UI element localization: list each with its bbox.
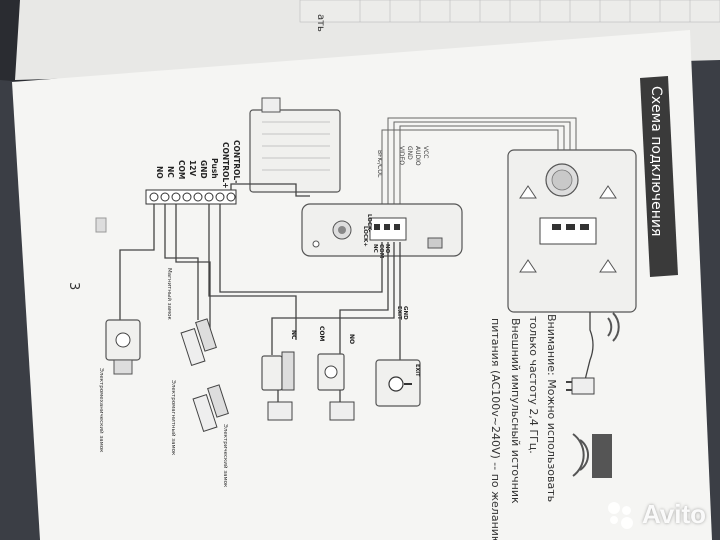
term-12v: 12V: [188, 160, 197, 176]
lock-left: [105, 319, 141, 375]
header-band: [640, 76, 678, 277]
note-line-2: только частоту 2,4 ГГц.: [527, 316, 540, 454]
exit-button-label: EXIT: [414, 364, 420, 377]
monitor-device: [507, 149, 637, 313]
bottom-lock-left: [261, 351, 295, 421]
term-com-ctrl: COM: [177, 160, 186, 179]
router-icon: [572, 433, 612, 478]
term-bfk-col: BFK-/COL: [376, 150, 383, 178]
note-line-4: питания (AC100v~240V) -- по желанию: [489, 318, 502, 540]
term-lock-plus: LOCK+: [362, 226, 368, 247]
term-lock-minus: LOCK-: [366, 214, 372, 232]
top-text-fragment: ать: [315, 14, 326, 32]
note-line-3: Внешний импульсный источник: [509, 318, 522, 504]
power-plug-icon: [566, 312, 595, 395]
term-gnd: GND: [406, 146, 413, 160]
exit-button-device: EXIT: [375, 359, 421, 407]
lock-label-2: Магнитный замок: [166, 268, 173, 320]
term-com: COM: [378, 244, 384, 258]
outdoor-panel: [301, 203, 463, 257]
term-gnd-exit: GND: [402, 306, 408, 320]
term-control-plus: CONTROL+: [221, 142, 230, 189]
monitor-wires: [381, 117, 577, 208]
term-exit: EXIT: [396, 306, 402, 320]
note-line-1: Внимание: Можно использовать: [545, 314, 558, 502]
lock-label-1: Электромеханический замок: [98, 368, 105, 453]
term-nc-ctrl: NC: [166, 166, 175, 178]
power-supply-box: [249, 97, 341, 193]
bottom-label-com: COM: [318, 326, 325, 342]
term-push: Push: [210, 158, 219, 179]
lock-label-3: Электромагнитный замок: [170, 380, 177, 456]
term-control-minus: CONTROL-: [232, 140, 241, 183]
term-gnd-ctrl: GND: [199, 160, 208, 179]
lock-label-4: Электрический замок: [222, 424, 229, 488]
header-title: Схема подключения: [648, 86, 664, 236]
term-vcc: VCC: [422, 146, 429, 158]
term-audio: AUDIO: [414, 146, 421, 166]
term-no: NO: [384, 244, 390, 254]
bottom-label-nc: NC: [290, 330, 297, 340]
bottom-label-no: NO: [348, 334, 355, 344]
small-note-icon: [95, 217, 107, 233]
term-nc: NC: [372, 244, 378, 253]
term-video: VIDEO: [398, 146, 405, 165]
magnetic-lock: [180, 318, 217, 366]
control-terminal-block: [145, 189, 237, 205]
note-block: Внимание: Можно использовать только част…: [489, 314, 558, 540]
avito-brand-text: Avito: [641, 499, 706, 529]
avito-watermark: Avito: [606, 499, 706, 530]
wifi-icon: [607, 312, 620, 342]
control-wires: [119, 183, 401, 360]
bottom-lock-right: [317, 353, 355, 421]
term-no-ctrl: NO: [155, 166, 164, 179]
electric-lock: [192, 384, 229, 432]
avito-logo-icon: [606, 500, 636, 530]
page-number: 3: [66, 282, 81, 290]
